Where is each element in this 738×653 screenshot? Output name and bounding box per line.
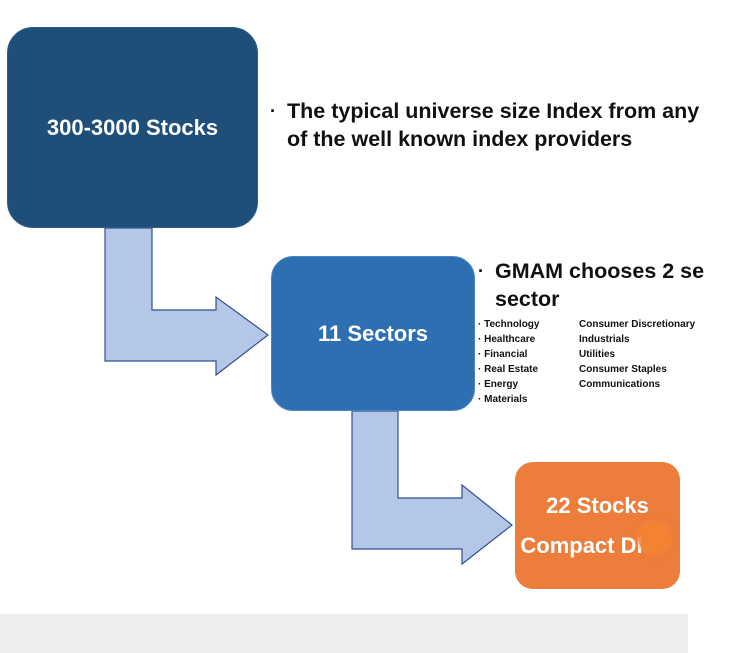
sector-item: Utilities xyxy=(579,349,616,360)
sector-item: · Materials xyxy=(478,394,528,405)
sector-item: Consumer Discretionary xyxy=(579,319,696,330)
sectors-note-line2: sector xyxy=(495,287,560,311)
sectors-label: 11 Sectors xyxy=(317,320,429,346)
bullet-icon: · xyxy=(270,101,276,121)
sector-item: Communications xyxy=(579,379,661,390)
universe-note-line2: of the well known index providers xyxy=(287,127,633,151)
sector-list-left: · Technology · Healthcare · Financial · … xyxy=(478,317,539,407)
sectors-note: · GMAM chooses 2 se sector xyxy=(478,257,738,313)
arrow-universe-to-sectors xyxy=(104,227,270,377)
stocks-sublabel: Compact DI xyxy=(520,532,643,558)
flow-arrows xyxy=(104,227,513,566)
slide-canvas: 300-3000 Stocks · The typical universe s… xyxy=(7,27,705,589)
arrow-sectors-to-stocks xyxy=(351,410,513,566)
sector-item: Industrials xyxy=(579,334,630,345)
sector-item: · Energy xyxy=(478,379,519,390)
stocks-label: 22 Stocks xyxy=(546,492,649,518)
sectors-note-line1: GMAM chooses 2 se xyxy=(495,259,705,283)
sector-item: · Financial xyxy=(478,349,528,360)
sector-item: Consumer Staples xyxy=(579,364,667,375)
pointer-highlight-icon xyxy=(638,522,670,554)
universe-note: · The typical universe size Index from a… xyxy=(270,97,700,153)
universe-box: 300-3000 Stocks xyxy=(7,27,258,228)
sector-list-right: Consumer Discretionary Industrials Utili… xyxy=(579,317,695,392)
bullet-icon: · xyxy=(478,261,484,281)
sectors-box: 11 Sectors xyxy=(271,256,475,411)
sector-item: · Real Estate xyxy=(478,364,539,375)
sector-item: · Healthcare xyxy=(478,334,536,345)
footer-band xyxy=(0,614,688,653)
universe-note-line1: The typical universe size Index from any xyxy=(287,99,700,123)
sector-item: · Technology xyxy=(478,319,540,330)
universe-label: 300-3000 Stocks xyxy=(46,114,219,140)
